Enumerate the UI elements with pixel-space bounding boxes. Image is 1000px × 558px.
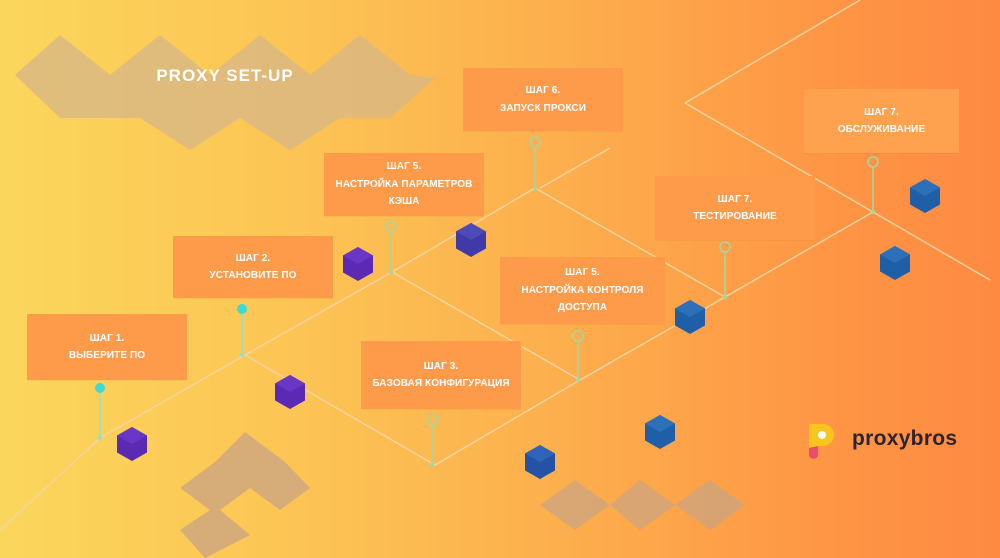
pin-step-3 <box>426 414 438 468</box>
step-2-card: ШАГ 2. УСТАНОВИТЕ ПО <box>173 236 333 298</box>
tile-bottom-left <box>180 432 310 558</box>
connector-lines <box>0 0 991 531</box>
step-5-cache-card: ШАГ 5. НАСТРОЙКА ПАРАМЕТРОВ КЭША <box>324 153 484 216</box>
step-1-card: ШАГ 1. ВЫБЕРИТЕ ПО <box>27 314 187 380</box>
cube-blue-1 <box>525 445 555 479</box>
step-5-access-label: НАСТРОЙКА КОНТРОЛЯ ДОСТУПА <box>521 284 644 314</box>
pin-step-1 <box>95 383 105 441</box>
step-7-testing-number: ШАГ 7. <box>717 193 753 205</box>
cube-blue-2 <box>645 415 675 449</box>
decor-tiles <box>15 35 745 558</box>
cube-purple-3 <box>343 247 373 281</box>
title-tile <box>15 35 435 150</box>
step-2-number: ШАГ 2. <box>235 252 271 264</box>
cube-blue-4 <box>880 246 910 280</box>
step-1-label: ВЫБЕРИТЕ ПО <box>68 350 146 361</box>
pin-step-2 <box>237 304 247 358</box>
logo-wordmark: proxybros <box>852 427 958 450</box>
cube-blue-3 <box>675 300 705 334</box>
step-3-number: ШАГ 3. <box>423 360 459 372</box>
tile-bottom-right <box>540 480 745 530</box>
step-6-number: ШАГ 6. <box>525 85 561 96</box>
step-2-label: УСТАНОВИТЕ ПО <box>209 270 297 281</box>
proxybros-logo: proxybros <box>802 416 992 462</box>
step-5-access-card: ШАГ 5. НАСТРОЙКА КОНТРОЛЯ ДОСТУПА <box>500 257 665 324</box>
pin-step-5a <box>385 221 397 275</box>
pin-step-7a <box>719 241 731 300</box>
pin-step-5b <box>572 330 584 383</box>
step-6-label: ЗАПУСК ПРОКСИ <box>499 102 587 114</box>
pin-step-7b <box>867 156 879 215</box>
pin-step-6 <box>529 136 541 191</box>
cube-blue-5 <box>910 179 940 213</box>
proxybros-logo-mark <box>809 424 834 459</box>
cube-purple-2 <box>275 375 305 409</box>
step-5-access-number: ШАГ 5. <box>565 267 600 279</box>
cube-indigo <box>456 223 486 257</box>
diagram-title: PROXY SET-UP <box>156 66 294 85</box>
step-7-maintenance-card: ШАГ 7. ОБСЛУЖИВАНИЕ <box>804 89 959 153</box>
step-7-maintenance-number: ШАГ 7. <box>864 106 899 118</box>
step-7-testing-card: ШАГ 7. ТЕСТИРОВАНИЕ <box>655 176 815 240</box>
step-5-cache-label: НАСТРОЙКА ПАРАМЕТРОВ КЭША <box>335 178 473 208</box>
cubes <box>117 179 940 479</box>
step-3-label: БАЗОВАЯ КОНФИГУРАЦИЯ <box>372 378 510 389</box>
step-7-maintenance-label: ОБСЛУЖИВАНИЕ <box>837 124 926 135</box>
step-5-cache-number: ШАГ 5. <box>386 161 422 173</box>
pins <box>95 136 879 468</box>
step-3-card: ШАГ 3. БАЗОВАЯ КОНФИГУРАЦИЯ <box>361 341 521 409</box>
step-7-testing-label: ТЕСТИРОВАНИЕ <box>693 211 777 222</box>
step-1-number: ШАГ 1. <box>89 332 125 344</box>
step-6-card: ШАГ 6. ЗАПУСК ПРОКСИ <box>463 68 623 131</box>
cube-purple-1 <box>117 427 147 461</box>
